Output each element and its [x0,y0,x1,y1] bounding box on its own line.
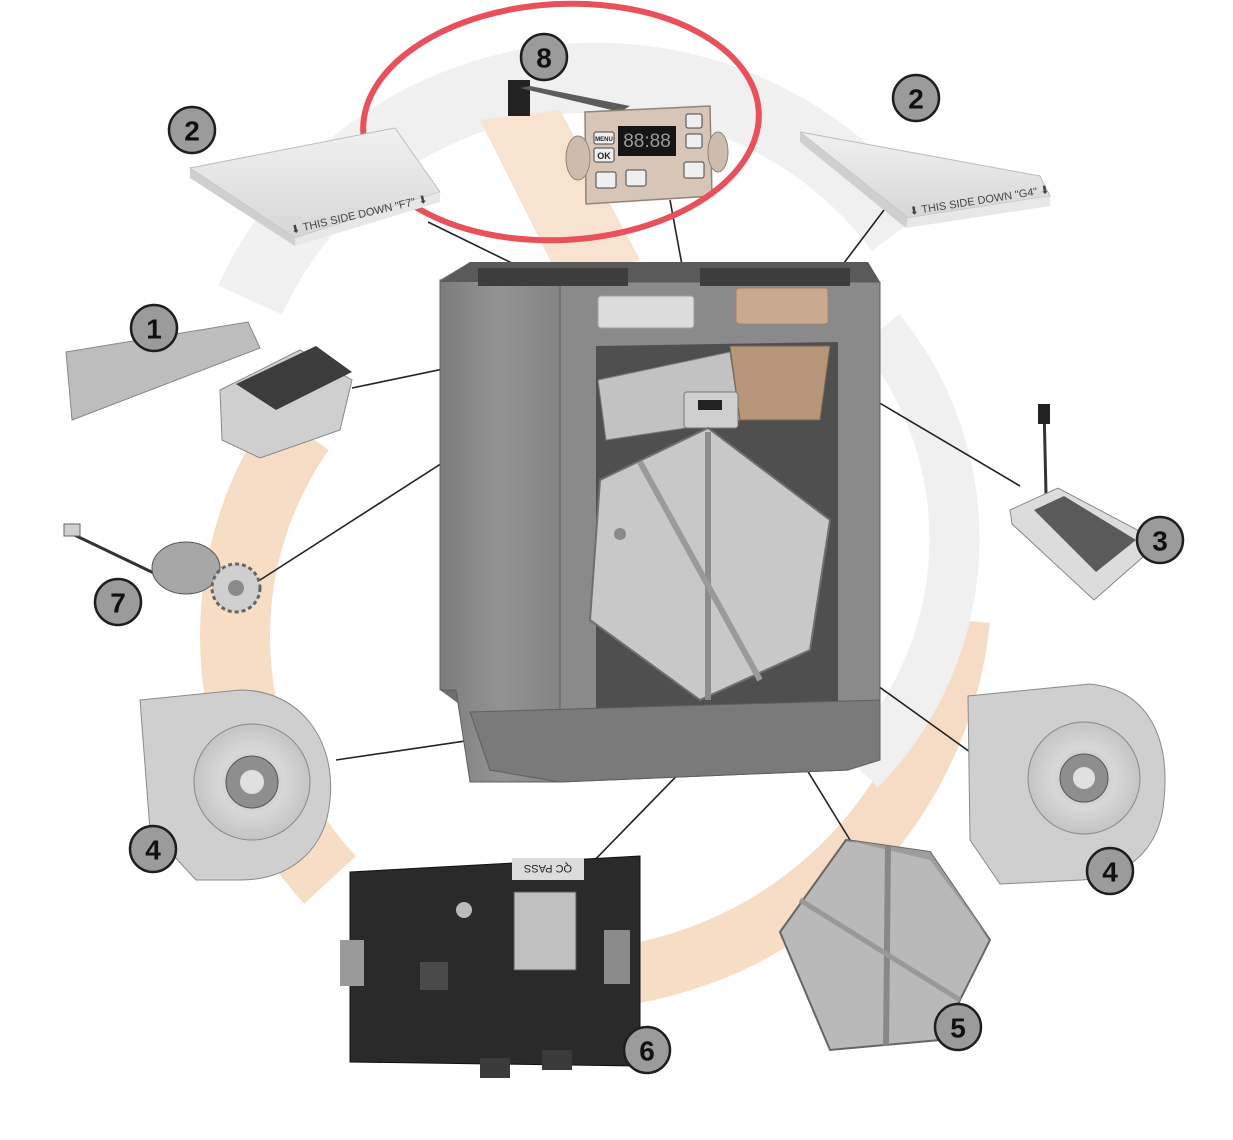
svg-text:2: 2 [908,84,924,115]
heat-exchanger [778,838,992,1052]
svg-text:4: 4 [145,835,161,866]
panel-display: 88:88 [623,131,671,152]
callout-6: 6 [622,1025,672,1075]
callout-5: 5 [933,1002,983,1052]
callout-8: 8 [519,32,569,82]
filter-left: ⬇ THIS SIDE DOWN "F7" ⬇ [188,127,441,246]
fan-right [967,683,1166,885]
main-unit-housing [439,262,881,783]
damper-motor [63,523,262,614]
bypass-damper [65,321,353,459]
callout-2-left: 2 [167,105,217,155]
fan-left [139,689,332,881]
svg-text:4: 4 [1102,857,1118,888]
callout-1: 1 [129,303,179,353]
control-board: QC PASS [340,855,641,1078]
highlight-ellipse [360,0,762,244]
filter-right: ⬇ THIS SIDE DOWN "G4" ⬇ [799,131,1051,228]
svg-text:1: 1 [146,314,162,345]
callout-4-left: 4 [128,824,178,874]
callout-2-right: 2 [891,73,941,123]
callout-3: 3 [1135,515,1185,565]
callout-4-right: 4 [1085,846,1135,896]
svg-text:2: 2 [184,116,200,147]
svg-text:6: 6 [639,1036,655,1067]
svg-text:8: 8 [536,43,552,74]
panel-ok-button: OK [597,151,611,161]
panel-menu-button: MENU [595,137,613,143]
svg-text:3: 3 [1152,526,1168,557]
preheater [1009,404,1161,601]
svg-text:5: 5 [950,1013,966,1044]
callout-7: 7 [93,577,143,627]
callout-badges: 8 2 2 1 3 7 4 4 5 6 [93,32,1185,1075]
board-qc-label: QC PASS [524,862,572,874]
svg-text:7: 7 [110,588,126,619]
